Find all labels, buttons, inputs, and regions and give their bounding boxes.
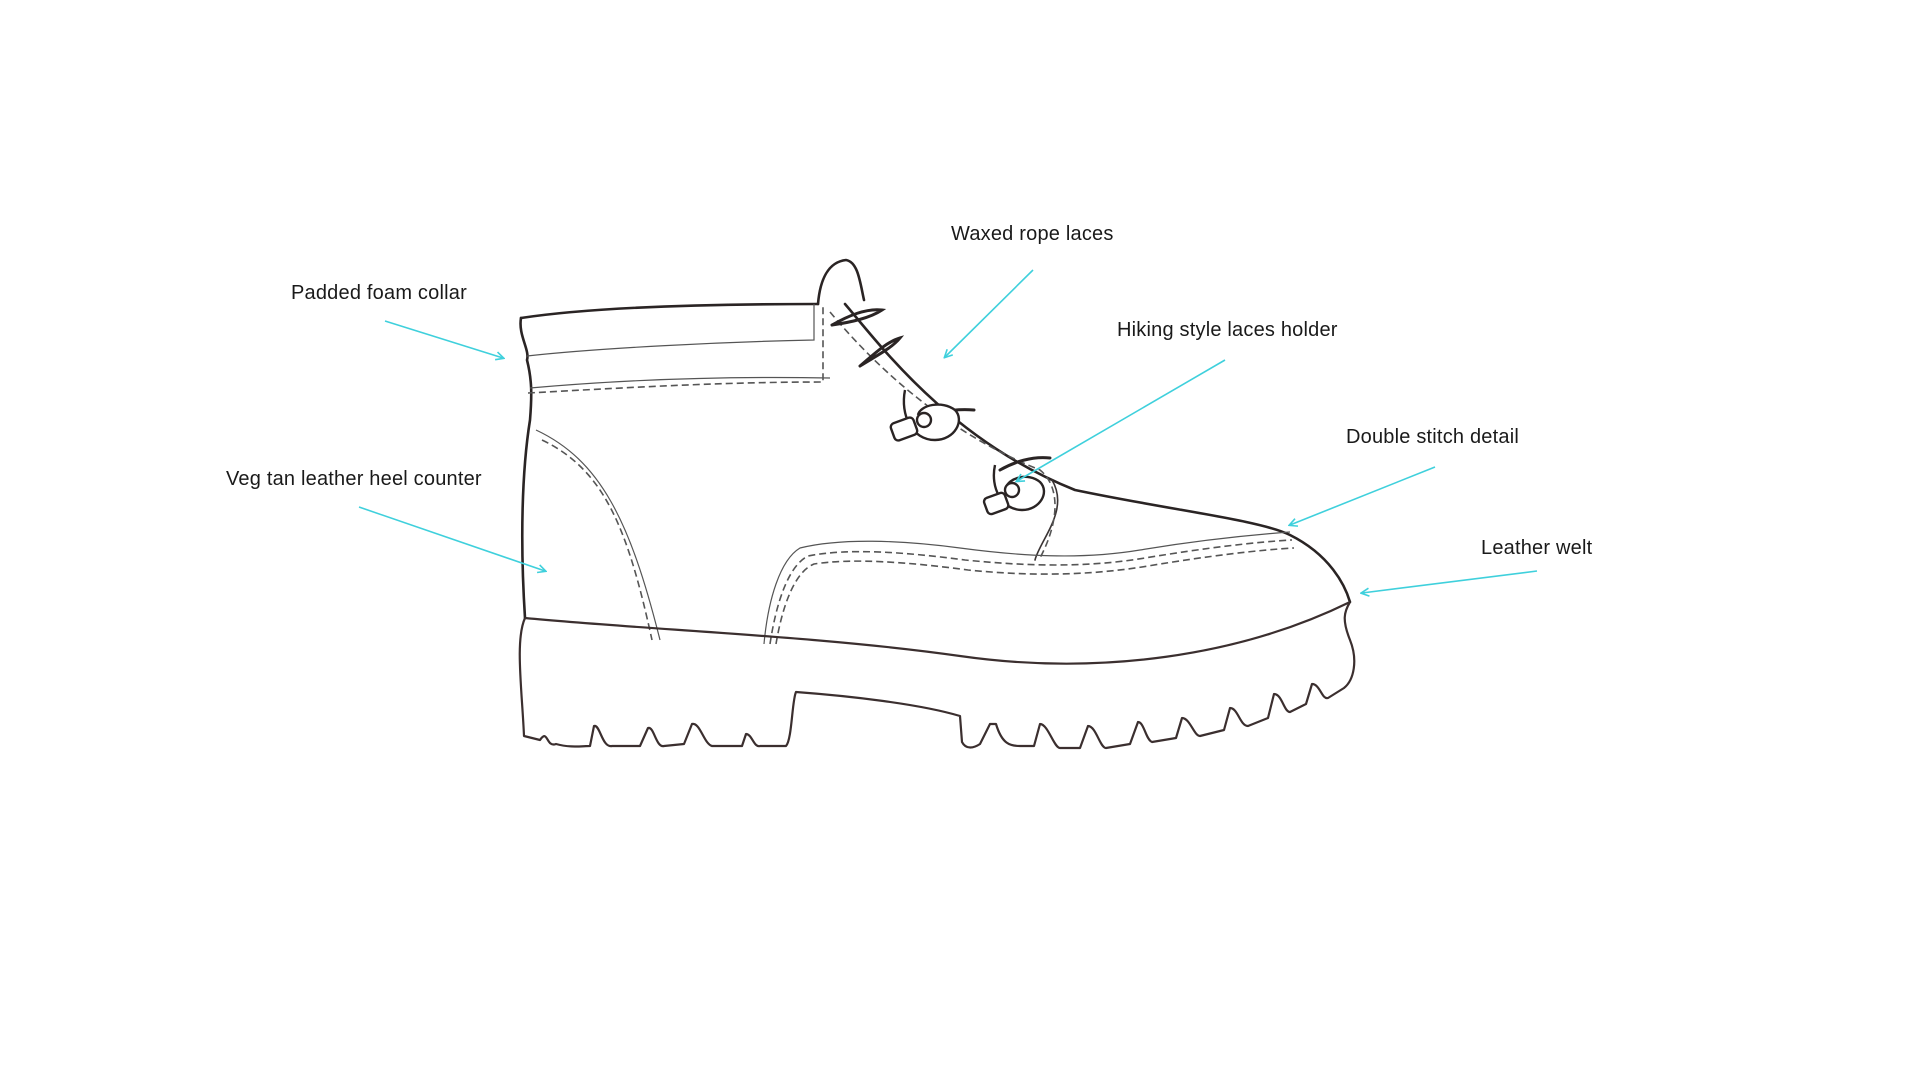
label-veg-tan-heel-counter: Veg tan leather heel counter [226,468,482,490]
pointer-padded-foam-collar [384,320,503,358]
label-leather-welt: Leather welt [1481,537,1593,559]
pointer-waxed-rope-laces [945,269,1034,357]
lug-sole [518,601,1356,750]
pointer-leather-welt [1362,570,1538,593]
callout-pointers [358,269,1538,593]
pointer-double-stitch-detail [1290,466,1436,525]
label-padded-foam-collar: Padded foam collar [291,282,467,304]
heel-counter-stitching [535,429,661,641]
label-waxed-rope-laces: Waxed rope laces [951,223,1114,245]
label-double-stitch-detail: Double stitch detail [1346,426,1519,448]
rope-laces [830,308,1052,472]
collar-panel [526,304,831,394]
toe-cap-stitching [763,531,1295,645]
pointer-hiking-laces-holder [1017,359,1226,481]
pointer-veg-tan-heel-counter [358,506,545,571]
label-hiking-laces-holder: Hiking style laces holder [1117,319,1338,341]
lace-hooks [889,389,1046,516]
